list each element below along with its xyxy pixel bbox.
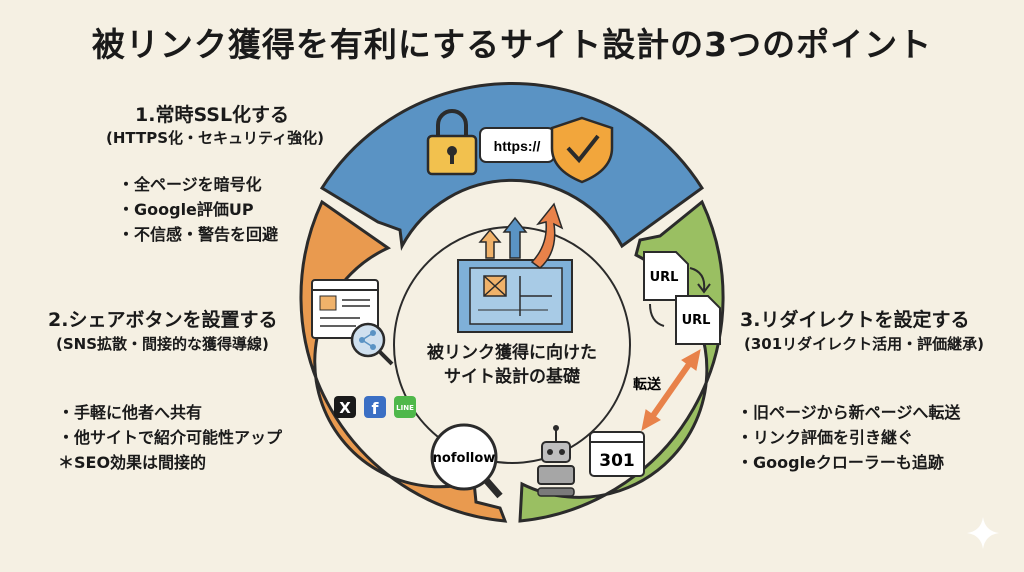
bullet-item: ・全ページを暗号化 (118, 175, 262, 194)
facebook-icon: f (364, 396, 386, 418)
https-text: https:// (494, 138, 541, 154)
bullet-item: ・旧ページから新ページへ転送 (737, 403, 961, 422)
svg-text:LINE: LINE (396, 404, 414, 412)
point3-bullets: ・旧ページから新ページへ転送 ・リンク評価を引き継ぐ ・Googleクローラーも… (737, 400, 960, 475)
page-title: 被リンク獲得を有利にするサイト設計の3つのポイント (91, 25, 933, 64)
point2-sub: (SNS拡散・間接的な獲得導線) (56, 335, 269, 353)
ssl-segment (319, 82, 705, 251)
svg-text:X: X (339, 399, 351, 417)
bullet-item: ・Googleクローラーも追跡 (737, 453, 944, 472)
x-icon: X (334, 396, 356, 418)
point3-sub: (301リダイレクト活用・評価継承) (744, 335, 985, 353)
url-document-new-icon: URL (675, 295, 721, 345)
shield-check-icon (550, 116, 614, 184)
point1-heading: 1.常時SSL化する (135, 104, 290, 126)
transfer-label: 転送 (633, 376, 662, 393)
lock-icon (426, 109, 478, 176)
bullet-item: ・Google評価UP (118, 200, 254, 219)
bullet-item: ・不信感・警告を回避 (118, 225, 279, 244)
point3-heading: 3.リダイレクトを設定する (740, 309, 970, 331)
growth-arrows-icon (478, 202, 564, 269)
point1-bullets: ・全ページを暗号化 ・Google評価UP ・不信感・警告を回避 (118, 172, 278, 247)
center-label: 被リンク獲得に向けた サイト設計の基礎 (402, 341, 622, 389)
redirect-301-window: 301 (589, 431, 645, 477)
nofollow-text: nofollow (433, 451, 496, 466)
svg-text:f: f (372, 399, 380, 418)
line-icon: LINE (394, 396, 416, 418)
transfer-arrow-icon (641, 349, 701, 431)
sparkle-icon (967, 517, 999, 549)
share-magnifier-icon (350, 322, 394, 366)
point1-sub: (HTTPS化・セキュリティ強化) (106, 129, 324, 147)
blueprint-icon (457, 259, 573, 333)
bullet-item: ＊SEO効果は間接的 (58, 453, 207, 472)
point2-bullets: ・手軽に他者へ共有 ・他サイトで紹介可能性アップ ＊SEO効果は間接的 (58, 400, 282, 475)
svg-text:301: 301 (599, 451, 635, 471)
nofollow-magnifier-icon: nofollow (430, 423, 503, 499)
url-document-icon: URL (643, 251, 689, 301)
bullet-item: ・リンク評価を引き継ぐ (737, 428, 914, 447)
crawler-robot-icon (537, 425, 575, 497)
center-label-line1: 被リンク獲得に向けた (427, 343, 597, 363)
redirect-arrow-icon (689, 267, 706, 291)
point2-heading: 2.シェアボタンを設置する (48, 309, 278, 331)
webpage-icon (311, 279, 379, 339)
bullet-item: ・他サイトで紹介可能性アップ (58, 428, 283, 447)
https-address-bar: https:// (479, 127, 555, 163)
svg-text:URL: URL (650, 270, 679, 285)
bullet-item: ・手軽に他者へ共有 (58, 403, 203, 422)
svg-text:URL: URL (682, 313, 711, 328)
center-label-line2: サイト設計の基礎 (444, 367, 580, 387)
